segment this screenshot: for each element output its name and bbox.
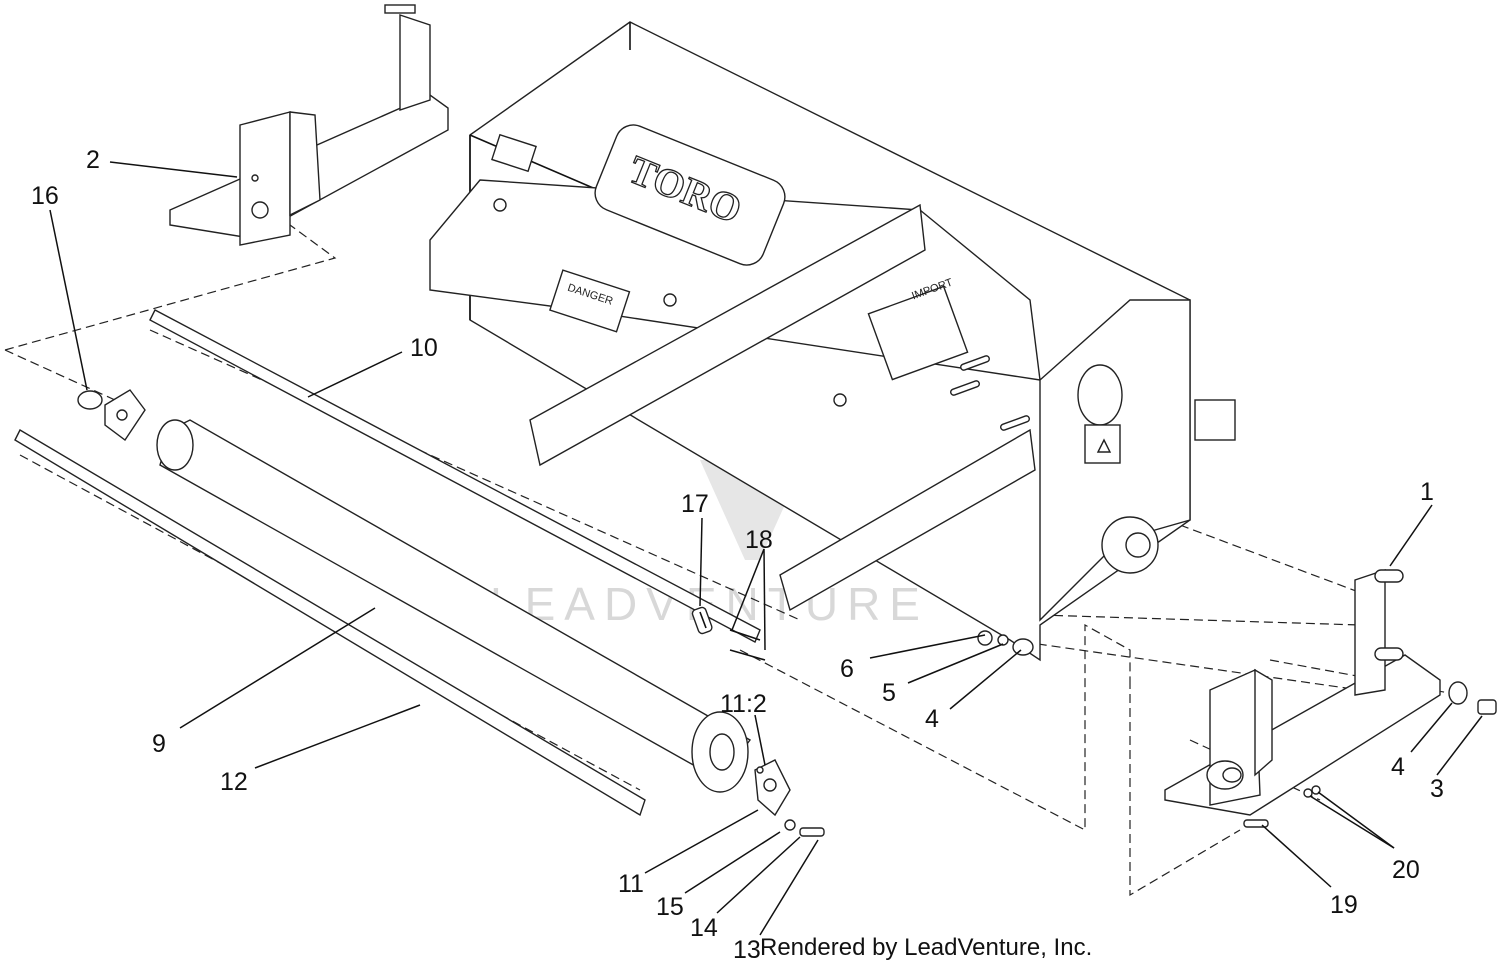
callout-5: 5 [882,679,896,707]
callout-19: 19 [1330,891,1358,919]
callout-18: 18 [745,526,773,554]
shafts-and-roller [14,309,825,837]
small-hardware [691,606,1497,828]
callout-10: 10 [410,334,438,362]
callout-16: 16 [31,182,59,210]
callout-4-washer: 4 [925,705,939,733]
callout-2: 2 [86,146,100,174]
callouts: 1 2 3 4 4 5 6 9 10 11 11:2 12 13 14 15 1… [31,146,1444,964]
callout-13: 13 [733,936,761,964]
callout-20: 20 [1392,856,1420,884]
callout-12: 12 [220,768,248,796]
credit-text: Rendered by LeadVenture, Inc. [760,934,1092,961]
callout-9: 9 [152,730,166,758]
callout-17: 17 [681,490,709,518]
callout-1: 1 [1420,478,1434,506]
leader-lines [49,161,1483,936]
callout-3: 3 [1430,775,1444,803]
left-bracket [169,4,449,246]
callout-15: 15 [656,893,684,921]
callout-6: 6 [840,655,854,683]
callout-14: 14 [690,914,718,942]
callout-11: 11 [618,870,644,898]
housing: TORO DANGER IMPORT [429,21,1236,662]
callout-4-bracket-washer: 4 [1391,753,1405,781]
callout-11-2: 11:2 [720,690,767,718]
right-bracket [1164,569,1441,816]
